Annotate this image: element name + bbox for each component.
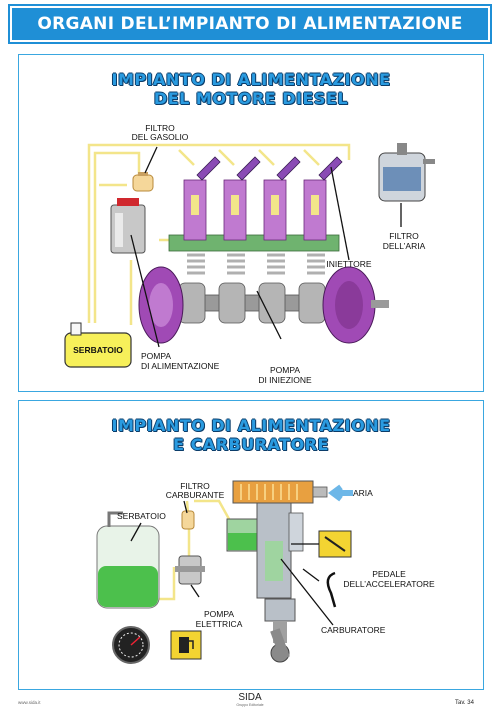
label-pompa-elettrica-2: ELETTRICA [195, 619, 243, 629]
brand-subtitle: Gruppo Editoriale [236, 703, 264, 707]
air-filter-icon [378, 143, 435, 202]
label-pompa-alimentazione-1: POMPA [141, 351, 172, 361]
carburetor-icon [226, 502, 304, 663]
carb-air-filter-icon [232, 480, 328, 504]
diesel-diagram [64, 143, 435, 368]
diesel-title-line1: IMPIANTO DI ALIMENTAZIONE [111, 70, 391, 89]
label-pedale-2: DELL’ACCELERATORE [343, 579, 435, 589]
throttle-indicator-icon [291, 530, 352, 558]
header-bar: ORGANI DELL’IMPIANTO DI ALIMENTAZIONE [8, 4, 492, 44]
label-filtro-aria-2: DELL’ARIA [382, 241, 426, 251]
diesel-panel: IMPIANTO DI ALIMENTAZIONE DEL MOTORE DIE… [18, 54, 484, 392]
accelerator-pedal-icon [326, 571, 337, 608]
brand-logo: SIDA [238, 692, 262, 703]
label-serbatoio-diesel: SERBATOIO [73, 345, 123, 355]
label-pompa-iniezione-1: POMPA [269, 365, 301, 375]
camshaft-icon [138, 266, 389, 344]
diesel-title-line2: DEL MOTORE DIESEL [153, 89, 349, 108]
leader-lines [130, 146, 402, 348]
carburetor-diagram [96, 480, 353, 664]
fuel-warning-icon [170, 630, 202, 660]
diesel-tank-icon [64, 322, 132, 368]
label-filtro-gasolio-2: DEL GASOLIO [131, 132, 189, 142]
label-pompa-elettrica-1: POMPA [203, 609, 235, 619]
footer-brand: SIDA Gruppo Editoriale [230, 692, 270, 707]
label-filtro-aria-1: FILTRO [389, 231, 419, 241]
label-filtro-carburante-1: FILTRO [180, 481, 210, 491]
page-title: ORGANI DELL’IMPIANTO DI ALIMENTAZIONE [37, 14, 463, 34]
carb-title-line2: E CARBURATORE [173, 435, 329, 454]
label-pompa-iniezione-2: DI INIEZIONE [258, 375, 312, 385]
fuel-gauge-icon [112, 626, 150, 664]
carburetor-panel: IMPIANTO DI ALIMENTAZIONE E CARBURATORE [18, 400, 484, 690]
air-arrow-icon [328, 484, 353, 502]
label-serbatoio-carb: SERBATOIO [117, 511, 166, 521]
label-pompa-alimentazione-2: DI ALIMENTAZIONE [141, 361, 220, 371]
diesel-fuel-filter-icon [132, 172, 154, 192]
injector-icons [196, 156, 343, 181]
carb-tank-icon [96, 511, 160, 609]
carb-leader-lines [130, 500, 334, 626]
label-pedale-1: PEDALE [372, 569, 406, 579]
label-aria: ARIA [353, 488, 373, 498]
label-filtro-carburante-2: CARBURANTE [165, 490, 225, 500]
feed-pump-icon [110, 198, 146, 254]
label-carburatore: CARBURATORE [321, 625, 386, 635]
injection-pump-icon [168, 179, 340, 275]
carb-title-line1: IMPIANTO DI ALIMENTAZIONE [111, 416, 391, 435]
plate-number: Tav. 34 [455, 700, 474, 706]
footer-website: www.sida.it [18, 700, 41, 705]
electric-pump-icon [175, 555, 205, 585]
label-filtro-gasolio-1: FILTRO [145, 123, 175, 133]
carb-fuel-filter-icon [181, 510, 195, 530]
label-iniettore: INIETTORE [326, 259, 372, 269]
